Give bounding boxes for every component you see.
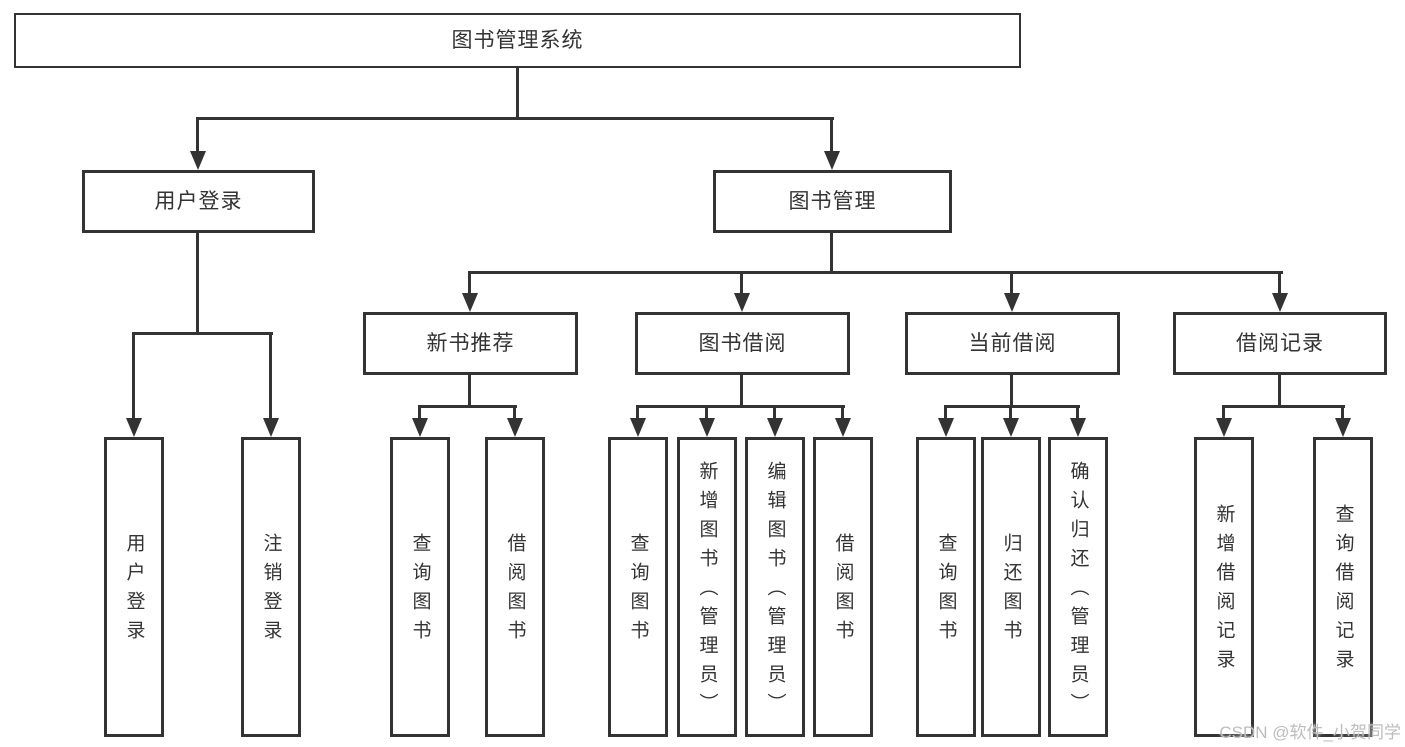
leaf-borrowing-add-books-admin: 新增图书（管理员）	[677, 437, 737, 737]
connector-line	[841, 405, 844, 418]
connector-line	[132, 332, 273, 335]
node-current-borrowing: 当前借阅	[905, 312, 1120, 375]
leaf-borrowing-query-books: 查询图书	[608, 437, 668, 737]
connector-line	[418, 405, 517, 408]
arrowhead-down	[507, 418, 523, 437]
arrowhead-down	[1003, 418, 1019, 437]
leaf-logout: 注销登录	[241, 437, 301, 737]
connector-line	[740, 271, 743, 293]
leaf-records-query-record: 查询借阅记录	[1313, 437, 1373, 737]
connector-line	[1278, 271, 1281, 293]
leaf-current-confirm-return-admin: 确认归还（管理员）	[1048, 437, 1108, 737]
connector-line	[1010, 375, 1013, 406]
arrowhead-down	[824, 151, 840, 170]
arrowhead-down	[412, 418, 428, 437]
node-user-login: 用户登录	[82, 170, 315, 233]
leaf-current-query-books: 查询图书	[916, 437, 976, 737]
connector-line	[132, 332, 135, 418]
arrowhead-down	[190, 151, 206, 170]
arrowhead-down	[1216, 418, 1232, 437]
connector-line	[196, 117, 834, 120]
node-new-book-recommend: 新书推荐	[363, 312, 578, 375]
connector-line	[773, 405, 776, 418]
node-borrowing-records: 借阅记录	[1173, 312, 1387, 375]
arrowhead-down	[462, 293, 478, 312]
leaf-records-add-record: 新增借阅记录	[1194, 437, 1254, 737]
connector-line	[468, 271, 1283, 274]
arrowhead-down	[835, 418, 851, 437]
arrowhead-down	[1335, 418, 1351, 437]
connector-line	[1278, 375, 1281, 406]
connector-line	[830, 117, 833, 151]
arrowhead-down	[630, 418, 646, 437]
leaf-borrowing-edit-books-admin: 编辑图书（管理员）	[745, 437, 805, 737]
leaf-current-return-books: 归还图书	[981, 437, 1041, 737]
connector-line	[513, 405, 516, 418]
connector-line	[196, 233, 199, 333]
connector-line	[705, 405, 708, 418]
csdn-watermark: CSDN @软件_小贺同学	[1219, 723, 1401, 742]
arrowhead-down	[1272, 293, 1288, 312]
node-library-management-system: 图书管理系统	[14, 13, 1021, 68]
node-book-management: 图书管理	[713, 170, 952, 233]
connector-line	[1009, 405, 1012, 418]
leaf-user-login: 用户登录	[104, 437, 164, 737]
connector-line	[944, 405, 947, 418]
arrowhead-down	[699, 418, 715, 437]
arrowhead-down	[734, 293, 750, 312]
leaf-newbook-borrow-books: 借阅图书	[485, 437, 545, 737]
arrowhead-down	[938, 418, 954, 437]
connector-line	[516, 68, 519, 118]
connector-line	[636, 405, 845, 408]
connector-line	[1341, 405, 1344, 418]
connector-line	[1010, 271, 1013, 293]
arrowhead-down	[1004, 293, 1020, 312]
arrowhead-down	[263, 418, 279, 437]
arrowhead-down	[1070, 418, 1086, 437]
arrowhead-down	[767, 418, 783, 437]
connector-line	[196, 117, 199, 151]
connector-line	[1222, 405, 1345, 408]
connector-line	[418, 405, 421, 418]
connector-line	[1076, 405, 1079, 418]
leaf-borrowing-borrow-books: 借阅图书	[813, 437, 873, 737]
leaf-newbook-query-books: 查询图书	[390, 437, 450, 737]
connector-line	[1222, 405, 1225, 418]
connector-line	[468, 271, 471, 293]
arrowhead-down	[126, 418, 142, 437]
node-book-borrowing: 图书借阅	[635, 312, 850, 375]
connector-line	[636, 405, 639, 418]
connector-line	[830, 233, 833, 272]
connector-line	[944, 405, 1080, 408]
connector-line	[468, 375, 471, 406]
connector-line	[740, 375, 743, 406]
connector-line	[269, 332, 272, 418]
